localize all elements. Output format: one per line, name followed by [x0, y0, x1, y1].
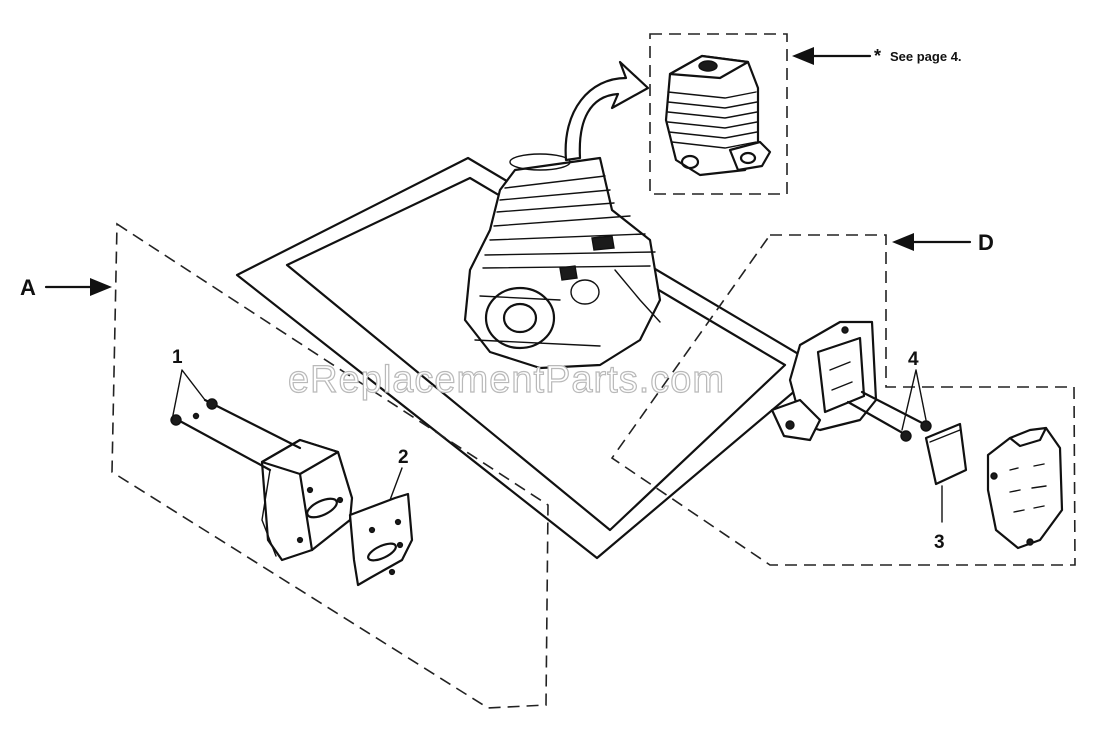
group-d-box: [610, 234, 1076, 566]
callout-1-leader: [171, 369, 206, 421]
section-label-a: A: [20, 275, 36, 300]
section-label-d: D: [978, 230, 994, 255]
air-box-base: [770, 320, 878, 442]
see-page-pointer: [792, 47, 872, 65]
muffler-part: [260, 438, 354, 562]
muffler-bolts: [170, 398, 302, 472]
group-a-box: [111, 222, 549, 709]
air-filter-cover: [986, 426, 1064, 550]
note-see-page: See page 4.: [890, 49, 962, 64]
callout-2-leader: [389, 467, 403, 501]
watermark: eReplacementParts.com: [288, 359, 725, 401]
callout-4: 4: [908, 349, 919, 370]
air-filter: [924, 422, 968, 486]
cylinder-reference-box: [649, 33, 788, 195]
section-a-arrow: [44, 278, 112, 296]
callout-2: 2: [398, 447, 409, 468]
section-d-arrow: [892, 233, 972, 251]
callout-4-leader: [901, 369, 927, 431]
transfer-arrow: [564, 60, 650, 162]
note-asterisk: *: [874, 46, 881, 66]
muffler-gasket: [348, 492, 414, 587]
air-box-studs: [846, 390, 932, 442]
cylinder-part: [664, 54, 772, 177]
engine-assembly: [463, 153, 662, 370]
callout-3: 3: [934, 532, 945, 553]
callout-1: 1: [172, 347, 183, 368]
